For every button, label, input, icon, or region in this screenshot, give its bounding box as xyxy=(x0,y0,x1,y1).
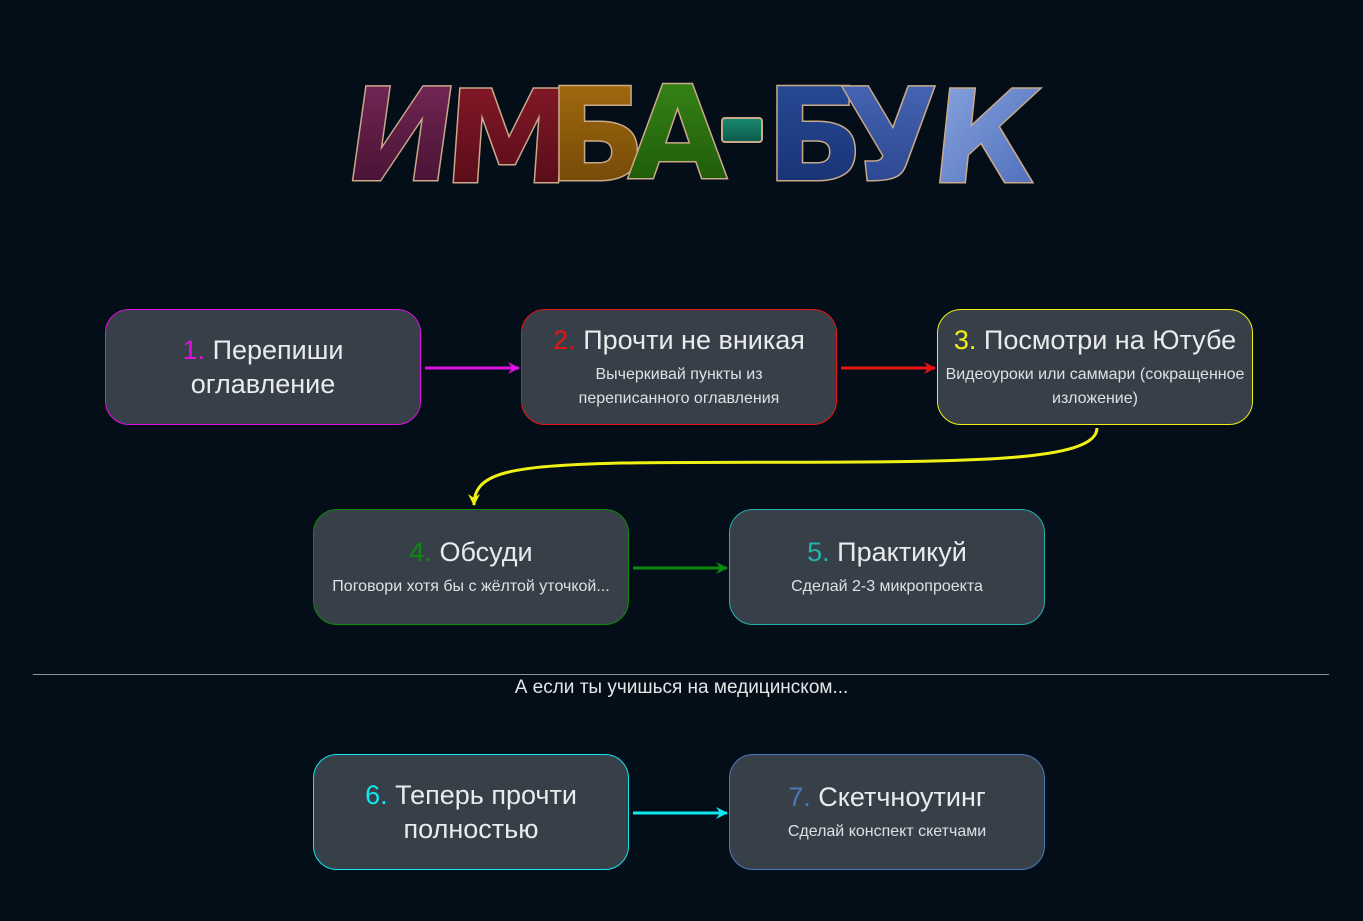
step-4-node: 4. Обсуди Поговори хотя бы с жёлтой уточ… xyxy=(313,509,629,625)
step-1-title: Перепиши оглавление xyxy=(190,335,344,399)
step-5-title-line: 5. Практикуй xyxy=(807,535,967,569)
step-1-title-line: 1. Перепиши оглавление xyxy=(112,333,414,401)
step-3-subtitle: Видеоуроки или саммари (сокращенное изло… xyxy=(945,366,1245,407)
logo-letter-3: Б xyxy=(548,62,646,211)
step-6-number: 6. xyxy=(365,780,388,810)
logo-letter-6: Б xyxy=(766,62,864,211)
step-5-title: Практикуй xyxy=(837,537,967,567)
step-3-node: 3. Посмотри на Ютубе Видеоуроки или самм… xyxy=(937,309,1253,425)
step-3-number: 3. xyxy=(953,325,977,355)
step-4-number: 4. xyxy=(409,537,432,567)
step-4-title: Обсуди xyxy=(439,537,533,567)
logo: И М Б А Б У К xyxy=(336,59,1047,215)
logo-letter-2: М xyxy=(440,64,578,213)
step-6-node: 6. Теперь прочти полностью xyxy=(313,754,629,870)
step-7-node: 7. Скетчноутинг Сделай конспект скетчами xyxy=(729,754,1045,870)
step-4-subtitle: Поговори хотя бы с жёлтой уточкой... xyxy=(332,578,610,595)
divider-caption: А если ты учишься на медицинском... xyxy=(514,677,849,698)
step-7-subtitle: Сделай конспект скетчами xyxy=(787,823,987,840)
logo-letter-7: У xyxy=(837,62,951,211)
arrow-3-to-4 xyxy=(468,427,1099,506)
step-5-node: 5. Практикуй Сделай 2-3 микропроекта xyxy=(729,509,1045,625)
step-2-title: Прочти не вникая xyxy=(583,325,805,355)
step-4-title-line: 4. Обсуди xyxy=(409,535,532,569)
step-3-title-line: 3. Посмотри на Ютубе xyxy=(954,323,1236,357)
step-1-number: 1. xyxy=(182,335,206,365)
step-2-node: 2. Прочти не вникая Вычеркивай пункты из… xyxy=(521,309,837,425)
step-7-title: Скетчноутинг xyxy=(818,782,986,812)
step-6-title-line: 6. Теперь прочти полностью xyxy=(320,778,622,846)
step-7-title-line: 7. Скетчноутинг xyxy=(788,780,986,814)
logo-dash xyxy=(721,117,763,143)
step-5-number: 5. xyxy=(807,537,830,567)
logo-letter-8: К xyxy=(926,64,1046,213)
step-2-number: 2. xyxy=(553,325,576,355)
step-7-number: 7. xyxy=(788,782,811,812)
section-divider xyxy=(33,674,1329,675)
step-2-subtitle: Вычеркивай пункты из переписанного оглав… xyxy=(578,366,780,407)
step-1-node: 1. Перепиши оглавление xyxy=(105,309,421,425)
step-2-title-line: 2. Прочти не вникая xyxy=(553,323,805,357)
logo-letter-1: И xyxy=(337,63,465,211)
logo-letter-4: А xyxy=(628,60,727,209)
step-6-title: Теперь прочти полностью xyxy=(395,780,577,844)
step-5-subtitle: Сделай 2-3 микропроекта xyxy=(791,578,983,595)
step-3-title: Посмотри на Ютубе xyxy=(983,325,1237,355)
